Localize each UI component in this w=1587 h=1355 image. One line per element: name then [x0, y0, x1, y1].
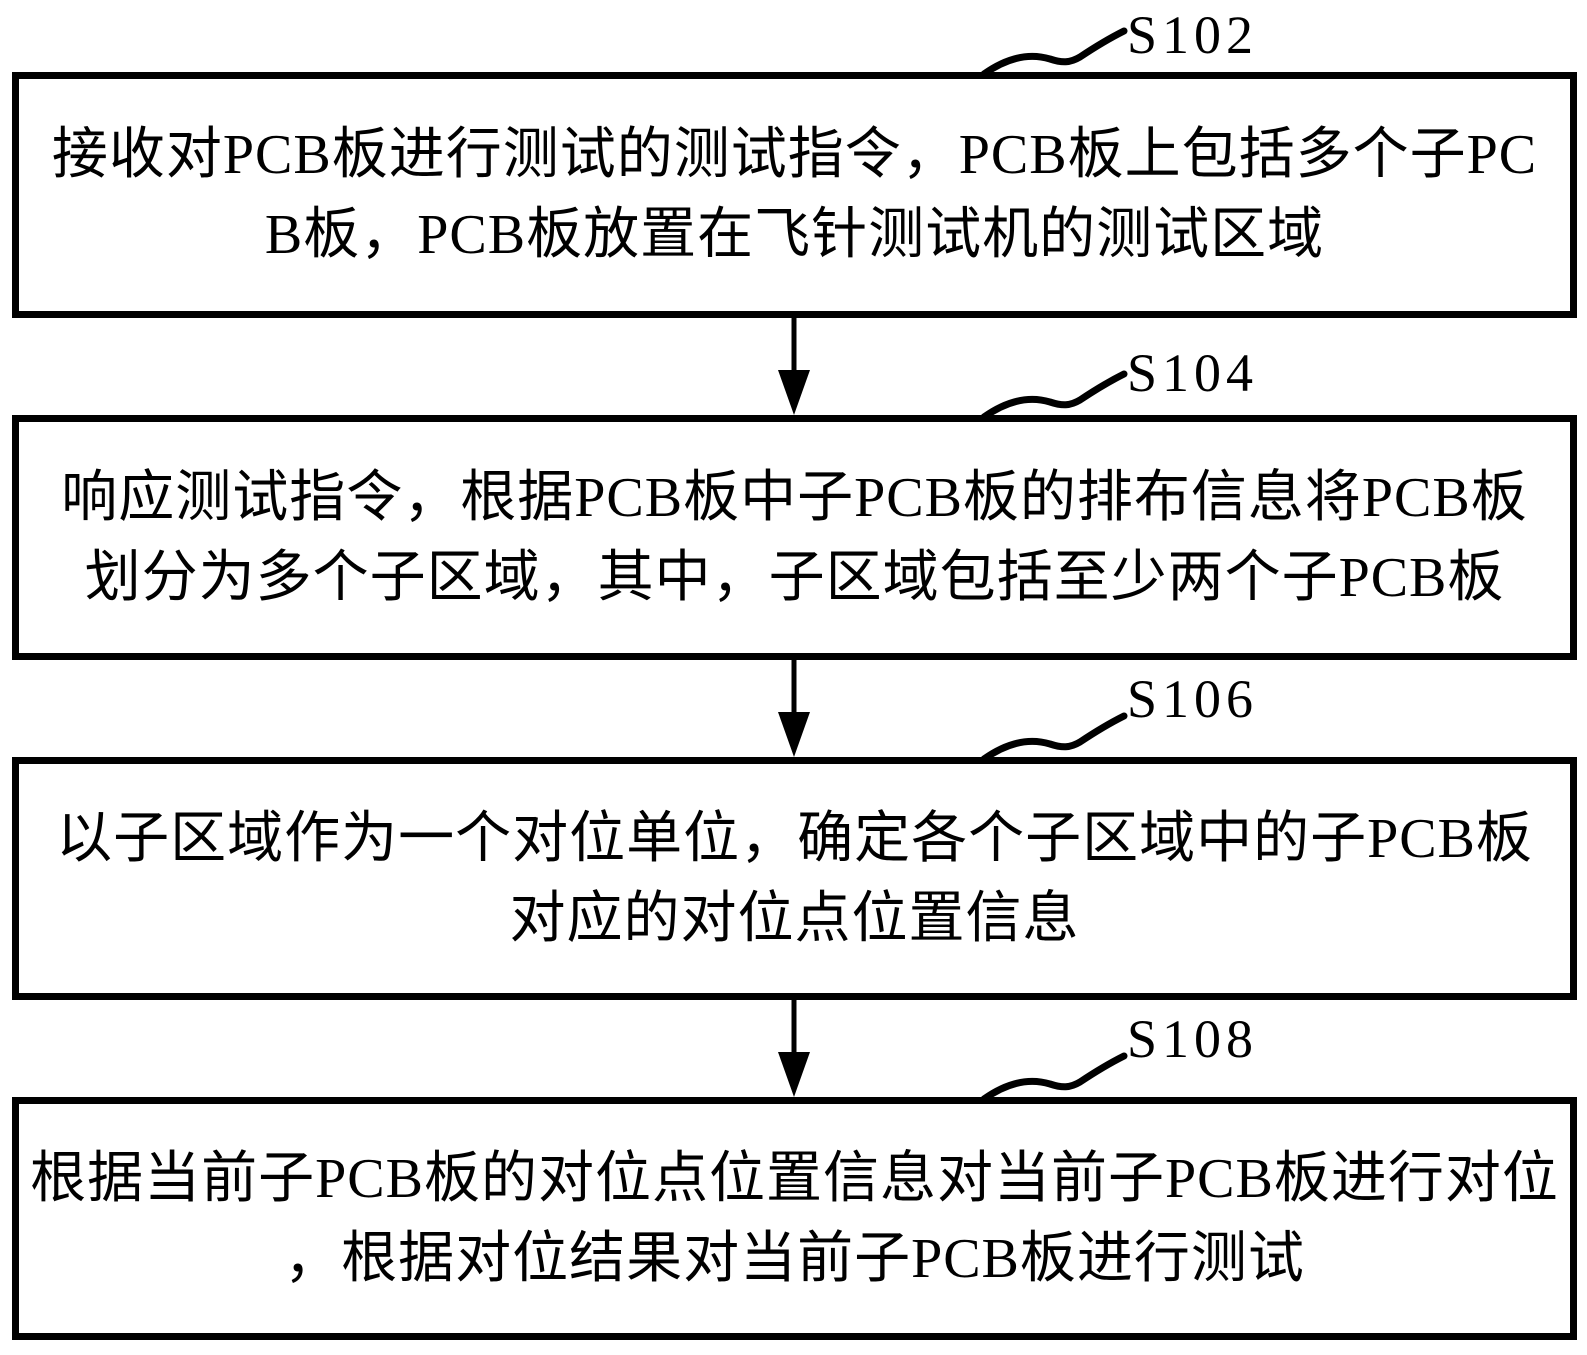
squiggle-connector-icon	[980, 712, 1128, 762]
squiggle-connector-icon	[980, 370, 1128, 420]
flow-step-text-line: 划分为多个子区域，其中，子区域包括至少两个子PCB板	[84, 546, 1505, 609]
flow-step-box-s102: 接收对PCB板进行测试的测试指令，PCB板上包括多个子PC B板，PCB板放置在…	[12, 72, 1577, 318]
flow-step-text-line: ，根据对位结果对当前子PCB板进行测试	[284, 1227, 1305, 1290]
step-label-s106: S106	[1127, 669, 1259, 729]
flow-step-text: 根据当前子PCB板的对位点位置信息对当前子PCB板进行对位 ，根据对位结果对当前…	[19, 1139, 1570, 1299]
step-label-s104: S104	[1127, 343, 1259, 403]
arrow-head	[778, 370, 810, 415]
arrow-shaft	[791, 1000, 797, 1056]
arrow-head	[778, 1052, 810, 1097]
flow-step-text-line: B板，PCB板放置在飞针测试机的测试区域	[264, 204, 1325, 266]
flow-step-text: 接收对PCB板进行测试的测试指令，PCB板上包括多个子PC B板，PCB板放置在…	[19, 115, 1570, 275]
flow-step-text: 响应测试指令，根据PCB板中子PCB板的排布信息将PCB板 划分为多个子区域，其…	[19, 458, 1570, 618]
flow-step-text-line: 以子区域作为一个对位单位，确定各个子区域中的子PCB板	[56, 807, 1533, 870]
down-arrow-icon	[778, 660, 810, 757]
squiggle-connector-icon	[980, 1052, 1128, 1102]
down-arrow-icon	[778, 1000, 810, 1097]
flow-step-box-s106: 以子区域作为一个对位单位，确定各个子区域中的子PCB板 对应的对位点位置信息	[12, 757, 1577, 1000]
flow-step-box-s108: 根据当前子PCB板的对位点位置信息对当前子PCB板进行对位 ，根据对位结果对当前…	[12, 1097, 1577, 1340]
squiggle-connector-icon	[980, 27, 1128, 77]
step-label-s108: S108	[1127, 1009, 1259, 1069]
arrow-shaft	[791, 660, 797, 716]
flow-step-box-s104: 响应测试指令，根据PCB板中子PCB板的排布信息将PCB板 划分为多个子区域，其…	[12, 415, 1577, 660]
step-label-s102: S102	[1127, 5, 1259, 65]
arrow-shaft	[791, 318, 797, 374]
flow-step-text-line: 响应测试指令，根据PCB板中子PCB板的排布信息将PCB板	[61, 466, 1528, 529]
arrow-head	[778, 712, 810, 757]
down-arrow-icon	[778, 318, 810, 415]
flow-step-text-line: 根据当前子PCB板的对位点位置信息对当前子PCB板进行对位	[30, 1147, 1559, 1210]
flow-step-text: 以子区域作为一个对位单位，确定各个子区域中的子PCB板 对应的对位点位置信息	[19, 799, 1570, 959]
flow-step-text-line: 对应的对位点位置信息	[509, 887, 1080, 950]
flow-step-text-line: 接收对PCB板进行测试的测试指令，PCB板上包括多个子PC	[51, 124, 1538, 186]
